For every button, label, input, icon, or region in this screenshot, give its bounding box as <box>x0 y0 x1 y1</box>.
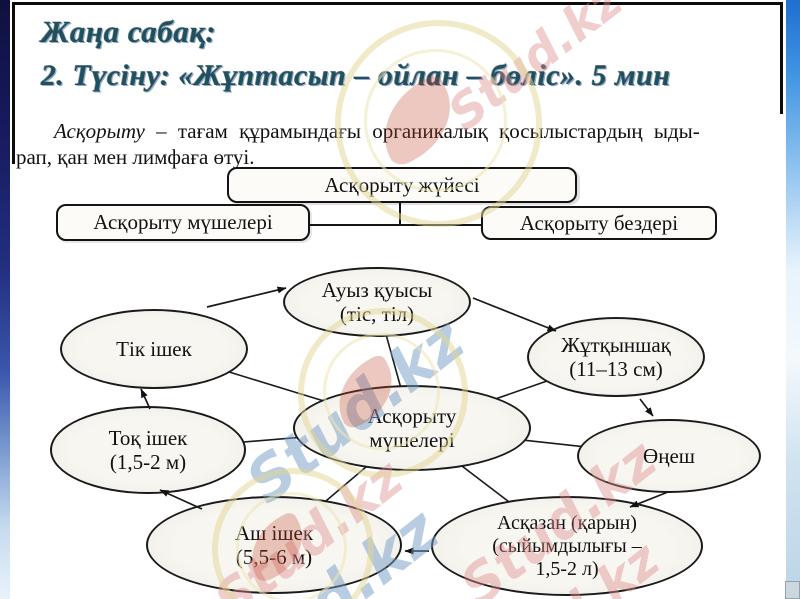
lesson-title-line2: 2. Түсіну: «Жұптасып – ойлан – бөліс». 5… <box>41 59 671 92</box>
node-center-ellipse: Асқорыту мүшелері <box>293 385 531 471</box>
node-pharynx-line2: (11–13 см) <box>569 357 663 381</box>
node-stomach-line3: 1,5-2 л) <box>535 557 599 580</box>
node-esophagus-ellipse: Өңеш <box>577 419 761 493</box>
node-small-intestine-ellipse: Аш ішек (5,5-6 м) <box>146 496 402 594</box>
node-small-intestine-line1: Аш ішек <box>234 521 314 545</box>
arrow-esophagus-to-stomach <box>629 491 669 508</box>
node-mouth-line1: Ауыз қуысы <box>321 278 433 302</box>
arrow-rectum-to-mouth <box>206 286 287 308</box>
node-pharynx-ellipse: Жұтқыншақ (11–13 см) <box>527 317 705 397</box>
cycle-arrow-group <box>140 286 669 555</box>
node-large-intestine-line1: Тоқ ішек <box>108 426 188 450</box>
orgchart-left-box: Асқорыту мүшелері <box>56 204 310 241</box>
definition-paragraph: Асқорыту – тағам құрамындағы органикалық… <box>16 118 778 170</box>
scrollbar-corner[interactable] <box>785 581 800 599</box>
node-stomach-line2: (сыйымдылығы – <box>492 534 642 557</box>
node-esophagus-label: Өңеш <box>643 444 695 468</box>
orgchart-vertical-connector <box>399 203 401 226</box>
orgchart-root-label: Асқорыту жүйесі <box>324 172 480 197</box>
arrow-small-to-large-intestine <box>159 489 203 510</box>
left-gradient-bar <box>0 0 10 599</box>
orgchart-left-label: Асқорыту мүшелері <box>93 210 273 234</box>
node-mouth-ellipse: Ауыз қуысы (тіс, тіл) <box>283 267 471 337</box>
definition-term: Асқорыту <box>54 119 145 143</box>
node-small-intestine-line2: (5,5-6 м) <box>235 545 313 569</box>
definition-line1: Асқорыту – тағам құрамындағы органикалық… <box>16 119 700 143</box>
arrow-mouth-to-pharynx <box>472 297 557 332</box>
definition-line2: рап, қан мен лимфаға өтуі. <box>16 145 255 169</box>
node-mouth-line2: (тіс, тіл) <box>339 302 415 326</box>
node-center-line1: Асқорыту <box>367 404 457 428</box>
node-rectum-label: Тік ішек <box>116 337 192 361</box>
orgchart-right-label: Асқорыту бездері <box>519 210 679 235</box>
arrow-large-intestine-to-rectum <box>140 388 151 410</box>
node-rectum-ellipse: Тік ішек <box>60 309 248 389</box>
node-stomach-ellipse: Асқазан (қарын) (сыйымдылығы – 1,5-2 л) <box>431 496 703 596</box>
definition-line1-rest: – тағам құрамындағы органикалық қосылыст… <box>144 119 700 143</box>
arrow-pharynx-to-esophagus <box>639 398 654 417</box>
right-sky-strip <box>786 0 800 599</box>
node-large-intestine-line2: (1,5-2 м) <box>109 450 187 474</box>
node-stomach-line1: Асқазан (қарын) <box>497 511 637 534</box>
lesson-title-line1: Жаңа сабақ: <box>41 14 217 49</box>
node-pharynx-line1: Жұтқыншақ <box>561 333 671 357</box>
scan-border-fragment <box>12 114 15 164</box>
orgchart-root-box: Асқорыту жүйесі <box>227 167 577 203</box>
